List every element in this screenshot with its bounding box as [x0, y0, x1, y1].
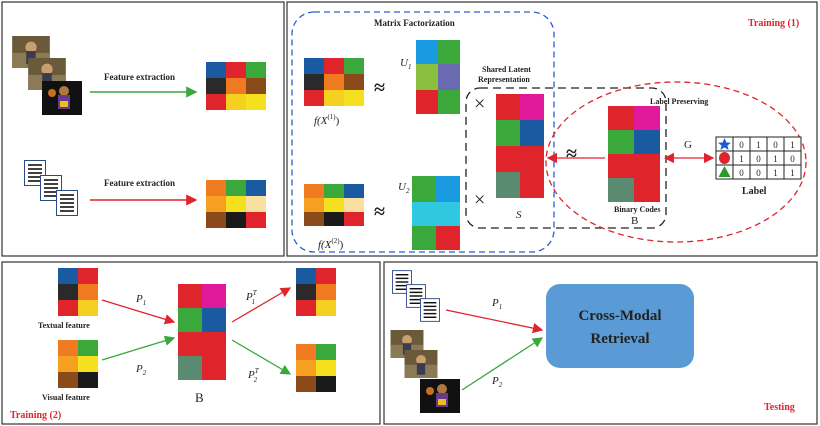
s-label: S	[516, 209, 522, 221]
textual-feature-matrix	[58, 268, 98, 316]
circle-icon	[719, 152, 730, 164]
label-cell: 0	[773, 140, 778, 150]
document-stack-icon	[24, 160, 78, 216]
test-p2-label: P2	[491, 375, 503, 389]
s-matrix	[496, 94, 544, 198]
textual-feature-label: Textual feature	[38, 321, 90, 330]
label-cell: 0	[790, 154, 795, 164]
t2-p2-label: P2	[135, 363, 147, 377]
star-icon	[718, 138, 731, 150]
shared-latent-line2: Representation	[478, 75, 530, 84]
image-stack-icon	[12, 36, 82, 115]
label-cell: 1	[773, 154, 778, 164]
t2-b-matrix	[178, 284, 226, 380]
times-sign-2: ×	[474, 189, 485, 211]
matrix-factorization-box	[291, 11, 555, 253]
times-sign-1: ×	[474, 93, 485, 115]
reconstructed-text-matrix	[296, 268, 336, 316]
test-image-arrow	[461, 337, 544, 391]
label-cell: 0	[739, 168, 744, 178]
feature-extraction-panel	[1, 1, 285, 257]
b-matrix	[608, 106, 660, 202]
shared-latent-line1: Shared Latent	[482, 65, 531, 74]
testing-image-stack-icon	[390, 330, 460, 413]
training1-panel	[286, 1, 818, 257]
fx1-matrix	[304, 58, 364, 106]
u1-label: U1	[400, 57, 411, 71]
text-feature-matrix	[206, 180, 266, 228]
fx2-label: f(X(2))	[318, 237, 344, 251]
testing-document-stack-icon	[392, 270, 440, 322]
u2-label: U2	[398, 181, 410, 195]
visual-feature-matrix	[58, 340, 98, 388]
b-to-visual-arrow	[231, 339, 292, 375]
text-feature-label: Feature extraction	[104, 178, 175, 188]
t2-p1-label: P1	[135, 293, 146, 307]
label-cell: 0	[756, 168, 761, 178]
label-cell: 1	[739, 154, 744, 164]
binary-codes-label: Binary Codes	[614, 205, 660, 214]
label-title: Label	[742, 186, 767, 197]
retrieval-line2: Retrieval	[590, 331, 649, 347]
cross-modal-retrieval-box	[546, 284, 694, 368]
label-matrix: 0 1 0 1 1 0 1 0 0 0 1 1	[715, 136, 802, 180]
testing-title: Testing	[764, 402, 795, 413]
label-preserving-title: Label Preserving	[650, 97, 708, 106]
training1-title: Training (1)	[748, 18, 799, 29]
label-preserving-ellipse	[545, 81, 807, 243]
b-to-text-arrow	[231, 287, 292, 323]
label-cell: 1	[773, 168, 778, 178]
reconstructed-visual-matrix	[296, 344, 336, 392]
label-cell: 1	[756, 140, 761, 150]
training2-panel	[1, 261, 381, 425]
approx-sign-1: ≈	[374, 77, 385, 99]
fx2-matrix	[304, 184, 364, 226]
image-feature-label: Feature extraction	[104, 72, 175, 82]
label-cell: 0	[756, 154, 761, 164]
approx-sign-3: ≈	[566, 143, 577, 165]
test-text-arrow	[445, 309, 544, 334]
t2-b-label: B	[195, 390, 204, 405]
retrieval-line1: Cross-Modal	[578, 308, 661, 324]
visual-to-b-arrow	[101, 335, 176, 361]
u2-matrix	[412, 176, 460, 250]
image-feature-matrix	[206, 62, 266, 110]
visual-feature-label: Visual feature	[42, 393, 90, 402]
matrix-factorization-title: Matrix Factorization	[374, 18, 455, 28]
label-cell: 1	[790, 168, 795, 178]
b-label-1: B	[631, 215, 638, 227]
approx-sign-2: ≈	[374, 201, 385, 223]
label-cell: 0	[739, 140, 744, 150]
textual-to-b-arrow	[101, 299, 176, 325]
g-label: G	[684, 139, 692, 151]
fx1-label: f(X(1))	[314, 113, 340, 127]
testing-panel	[383, 261, 818, 425]
triangle-icon	[718, 166, 731, 177]
u1-matrix	[416, 40, 460, 114]
test-p1-label: P1	[491, 297, 502, 311]
label-cell: 1	[790, 140, 795, 150]
training2-title: Training (2)	[10, 410, 61, 421]
